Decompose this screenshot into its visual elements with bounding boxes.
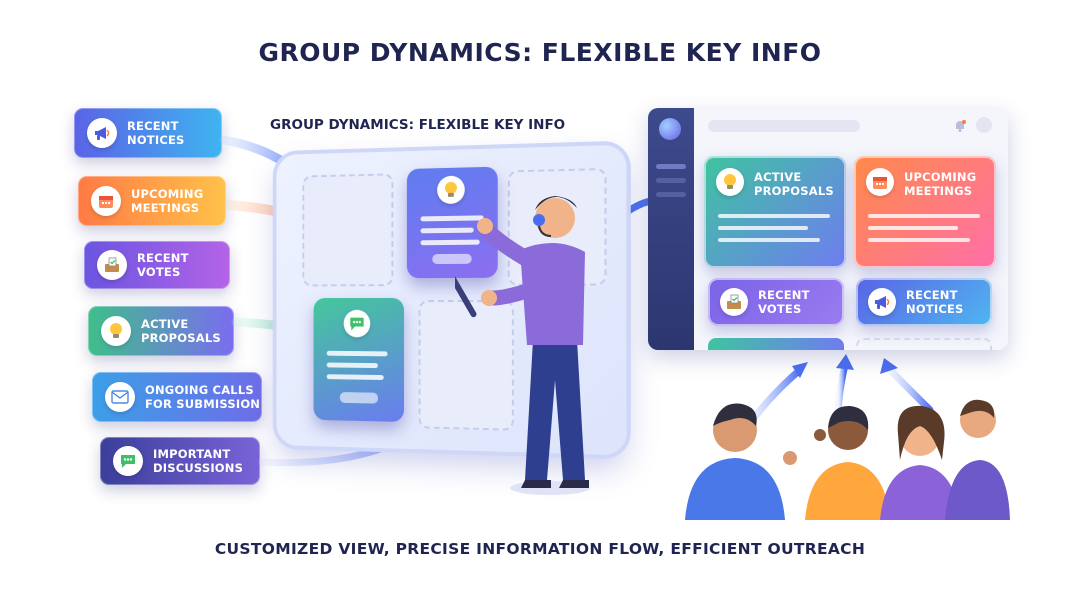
presenter-figure [455, 196, 590, 495]
pill-label: UPCOMING MEETINGS [131, 187, 204, 215]
layout-board [276, 144, 627, 456]
card-label: UPCOMING MEETINGS [904, 170, 977, 198]
window-card-partial [708, 338, 844, 350]
avatar[interactable] [976, 117, 992, 133]
chat-bubble-icon [113, 446, 143, 476]
sidebar-item[interactable] [656, 192, 686, 197]
pill-label: RECENT NOTICES [127, 119, 185, 147]
empty-slot [856, 338, 992, 350]
lightbulb-icon [437, 175, 465, 205]
window-card-recent-notices[interactable]: RECENT NOTICES [856, 278, 992, 326]
chat-bubble-icon [343, 309, 371, 338]
pill-label: ONGOING CALLS FOR SUBMISSION [145, 383, 261, 411]
main-title: GROUP DYNAMICS: FLEXIBLE KEY INFO [258, 38, 822, 67]
calendar-icon [91, 186, 121, 216]
category-pill-important-discussions[interactable]: IMPORTANT DISCUSSIONS [100, 437, 260, 485]
search-bar[interactable] [708, 120, 860, 132]
card-label: RECENT VOTES [758, 288, 810, 316]
sidebar-item[interactable] [656, 164, 686, 169]
megaphone-icon [868, 288, 896, 316]
category-pill-recent-notices[interactable]: RECENT NOTICES [74, 108, 222, 158]
window-sidebar [648, 108, 694, 350]
lightbulb-icon [716, 168, 744, 196]
audience-group [685, 399, 1010, 520]
category-pill-recent-votes[interactable]: RECENT VOTES [84, 241, 230, 289]
ballot-box-icon [97, 250, 127, 280]
category-pill-active-proposals[interactable]: ACTIVE PROPOSALS [88, 306, 234, 356]
app-logo-icon [659, 118, 681, 140]
window-card-recent-votes[interactable]: RECENT VOTES [708, 278, 844, 326]
bottom-tagline: CUSTOMIZED VIEW, PRECISE INFORMATION FLO… [214, 540, 866, 558]
pill-label: RECENT VOTES [137, 251, 189, 279]
lightbulb-icon [101, 316, 131, 346]
board-heading: GROUP DYNAMICS: FLEXIBLE KEY INFO [270, 117, 566, 133]
dashboard-window: ACTIVE PROPOSALS UPCOMING MEETINGS RECEN… [648, 108, 1008, 350]
discussion-card[interactable] [313, 298, 404, 422]
card-label: ACTIVE PROPOSALS [754, 170, 834, 198]
card-label: RECENT NOTICES [906, 288, 964, 316]
sidebar-item[interactable] [656, 178, 686, 183]
pill-label: IMPORTANT DISCUSSIONS [153, 447, 244, 475]
envelope-icon [105, 382, 135, 412]
window-card-upcoming-meetings[interactable]: UPCOMING MEETINGS [854, 156, 996, 268]
category-pill-upcoming-meetings[interactable]: UPCOMING MEETINGS [78, 176, 226, 226]
category-pill-ongoing-calls-for-submission[interactable]: ONGOING CALLS FOR SUBMISSION [92, 372, 262, 422]
ballot-box-icon [720, 288, 748, 316]
empty-slot[interactable] [302, 173, 394, 287]
proposal-card[interactable] [406, 166, 498, 279]
calendar-icon [866, 168, 894, 196]
bell-icon[interactable] [953, 118, 967, 132]
pill-label: ACTIVE PROPOSALS [141, 317, 221, 345]
megaphone-icon [87, 118, 117, 148]
window-card-active-proposals[interactable]: ACTIVE PROPOSALS [704, 156, 846, 268]
